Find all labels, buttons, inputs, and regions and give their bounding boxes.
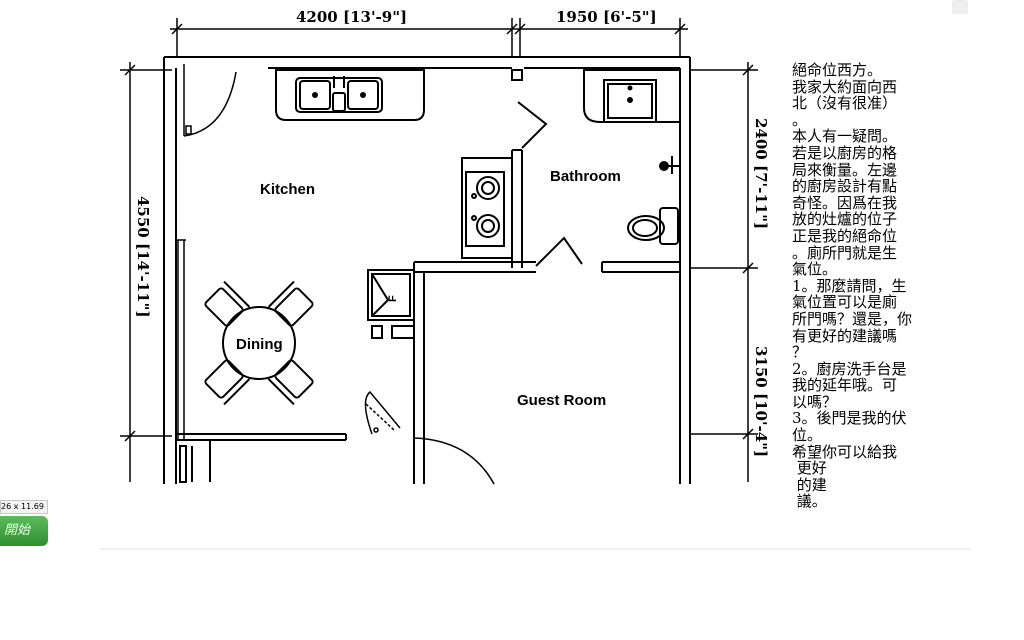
note-line: 1。那麼請問，生 bbox=[792, 276, 907, 295]
shower-tap bbox=[659, 156, 680, 174]
note-line: 。廁所門就是生 bbox=[792, 243, 898, 262]
start-button[interactable]: 開始 bbox=[0, 516, 48, 546]
note-line: 希望你可以給我 bbox=[792, 442, 898, 461]
left-window bbox=[176, 239, 186, 440]
note-line: 北（沒有很准） bbox=[792, 94, 898, 113]
note-line: 奇怪。因爲在我 bbox=[792, 193, 898, 212]
size-tooltip: 26 x 11.69 bbox=[0, 500, 48, 514]
note-line: 氣位。 bbox=[792, 260, 838, 279]
top-right-dimension: 1950 [6'-5"] bbox=[556, 8, 657, 26]
bathroom-sink bbox=[583, 69, 681, 123]
note-line: ？ bbox=[792, 343, 808, 362]
note-line: 局來衡量。左邊 bbox=[792, 160, 898, 179]
back-door bbox=[183, 64, 237, 137]
lower-walls bbox=[176, 433, 347, 483]
note-line: 有更好的建議嗎 bbox=[792, 326, 898, 345]
note-line: 我家大約面向西 bbox=[792, 77, 898, 96]
bottom-divider bbox=[100, 548, 970, 550]
guest-room-label: Guest Room bbox=[517, 392, 606, 409]
note-line: 以嗎？ bbox=[792, 392, 838, 411]
stove bbox=[461, 157, 513, 259]
note-line: 位。 bbox=[792, 426, 823, 445]
note-line: 3。後門是我的伏 bbox=[792, 409, 907, 428]
fridge-label: F bbox=[387, 295, 399, 302]
note-line: 若是以廚房的格 bbox=[792, 143, 898, 162]
taskbar-fragment: 26 x 11.69 開始 bbox=[0, 500, 48, 546]
note-line: 2。廚房洗手台是 bbox=[792, 359, 907, 378]
note-line: 的建 bbox=[792, 475, 827, 494]
feng-shui-notes: 絕命位西方。我家大約面向西北（沒有很准）。本人有一疑問。若是以廚房的格局來衡量。… bbox=[792, 62, 932, 510]
note-line: 氣位置可以是廁 bbox=[792, 293, 898, 312]
note-line: 所門嗎？還是，你 bbox=[792, 309, 913, 328]
note-line: 正是我的絕命位 bbox=[792, 226, 898, 245]
note-line: 我的延年哦。可 bbox=[792, 376, 898, 395]
kitchen-label: Kitchen bbox=[260, 181, 315, 198]
exterior-walls bbox=[163, 56, 691, 484]
kitchen-sink bbox=[275, 69, 425, 121]
toilet bbox=[627, 207, 679, 245]
top-left-dimension: 4200 [13'-9"] bbox=[296, 8, 407, 26]
note-line: 更好 bbox=[792, 459, 827, 478]
left-dimension: 4550 [14'-11"] bbox=[134, 196, 152, 318]
note-line: 放的灶爐的位子 bbox=[792, 210, 898, 229]
note-line: 議。 bbox=[792, 492, 827, 511]
bathroom-label: Bathroom bbox=[550, 168, 621, 185]
right-lower-dimension: 3150 [10'-4"] bbox=[752, 346, 770, 457]
dining-set bbox=[204, 280, 314, 406]
fridge bbox=[367, 269, 415, 339]
note-line: 的廚房設計有點 bbox=[792, 177, 898, 196]
note-line: 本人有一疑問。 bbox=[792, 127, 898, 146]
dining-label: Dining bbox=[236, 336, 283, 353]
note-line: 絕命位西方。 bbox=[792, 61, 883, 79]
corner-mark bbox=[952, 0, 968, 14]
note-line: 。 bbox=[792, 110, 808, 129]
right-upper-dimension: 2400 [7'-11"] bbox=[752, 118, 770, 229]
bathroom-doors bbox=[517, 101, 583, 267]
interior-walls bbox=[413, 69, 680, 484]
guest-room-doors bbox=[364, 390, 495, 485]
